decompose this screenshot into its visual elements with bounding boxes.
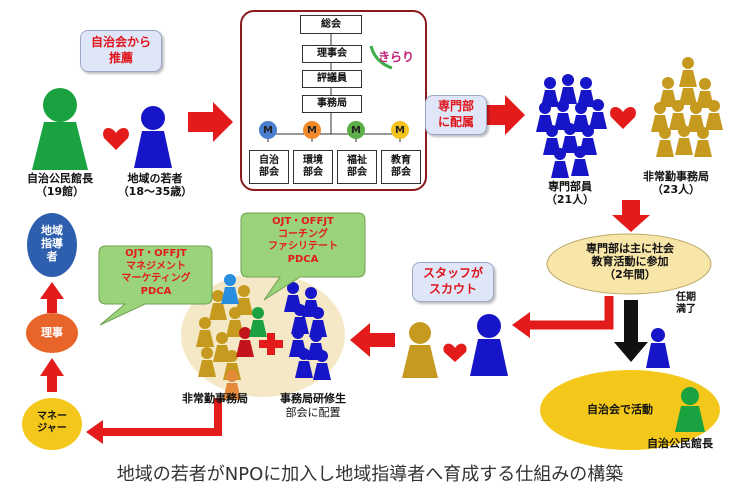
committee-marker-1: M <box>259 121 277 139</box>
director-label: 理事 <box>41 326 63 339</box>
recommend-callout: 自治会から 推薦 <box>80 30 162 72</box>
arrow-up-2 <box>40 358 64 392</box>
manager-circle <box>22 398 82 450</box>
social-education-text: 専門部は主に社会 教育活動に参加 （2年間） <box>586 242 674 282</box>
arrow-down-1 <box>612 200 650 232</box>
heart-icon <box>610 106 636 129</box>
arrow-right-1 <box>188 102 233 142</box>
assign-callout: 専門部 に配属 <box>425 95 487 135</box>
training-right-callout: OJT・OFFJT コーチング ファシリテート PDCA <box>268 216 338 265</box>
logo-swoosh <box>369 45 393 70</box>
director-circle <box>26 313 78 353</box>
heart-icon <box>103 127 129 150</box>
arrow-elbow-2 <box>103 398 222 436</box>
councilors-box: 評議員 <box>302 70 362 88</box>
local-youth-figure <box>134 106 172 168</box>
scout-callout: スタッフが スカウト <box>412 262 494 302</box>
manager-label: マネー ジャー <box>37 411 67 434</box>
specialist-members-label: 専門部員 （21人） <box>545 180 595 207</box>
community-activity-text: 自治会で活動 <box>587 403 653 416</box>
general-assembly-box: 総会 <box>300 15 362 34</box>
community-activity-oval <box>540 370 720 450</box>
term-end-figure <box>646 328 670 368</box>
kirari-logo: きらり <box>378 50 415 64</box>
arrow-up-1 <box>40 282 64 313</box>
bottom-kominkan-head-figure <box>675 387 705 432</box>
term-end-label: 任期 満了 <box>676 292 696 315</box>
bottom-trainee-sublabel: 部会に配置 <box>285 406 341 419</box>
training-right-callout-shape <box>240 212 366 301</box>
diagram-caption: 地域の若者がNPOに加入し地域指導者へ育成する仕組みの構築 <box>116 464 624 485</box>
social-education-oval <box>546 233 712 295</box>
arrow-left-1 <box>350 323 395 357</box>
local-youth-label: 地域の若者 （18～35歳） <box>117 172 193 199</box>
committee-box-kankyo: 環境 部会 <box>293 150 333 184</box>
arrow-elbow-1 <box>530 296 614 330</box>
training-left-callout-shape <box>98 245 213 326</box>
arrow-down-black <box>614 300 648 362</box>
committee-box-jichi: 自治 部会 <box>249 150 289 184</box>
leader-label: 地域 指導 者 <box>41 224 63 264</box>
bottom-parttime-label: 非常勤事務局 <box>182 392 248 405</box>
kominkan-head-label: 自治公民館長 （19館） <box>27 172 93 199</box>
board-box: 理事会 <box>302 45 362 63</box>
secretariat-box: 事務局 <box>302 95 362 113</box>
arrow-right-2 <box>480 95 525 135</box>
parttime-staff-label: 非常勤事務局 （23人） <box>643 170 709 197</box>
committee-box-kyoiku: 教育 部会 <box>381 150 421 184</box>
committee-marker-2: M <box>303 121 321 139</box>
kominkan-head-figure <box>32 88 88 170</box>
committee-marker-3: M <box>347 121 365 139</box>
committee-marker-4: M <box>391 121 409 139</box>
scout-group-figures <box>402 314 508 378</box>
training-left-callout: OJT・OFFJT マネジメント マーケティング PDCA <box>121 248 191 297</box>
committee-box-fukushi: 福祉 部会 <box>337 150 377 184</box>
plus-icon <box>259 333 283 355</box>
bottom-kominkan-label: 自治公民館長 <box>647 437 713 450</box>
heart-icon <box>443 343 467 362</box>
leader-circle <box>27 213 77 277</box>
bottom-trainee-label: 事務局研修生 <box>280 392 346 405</box>
